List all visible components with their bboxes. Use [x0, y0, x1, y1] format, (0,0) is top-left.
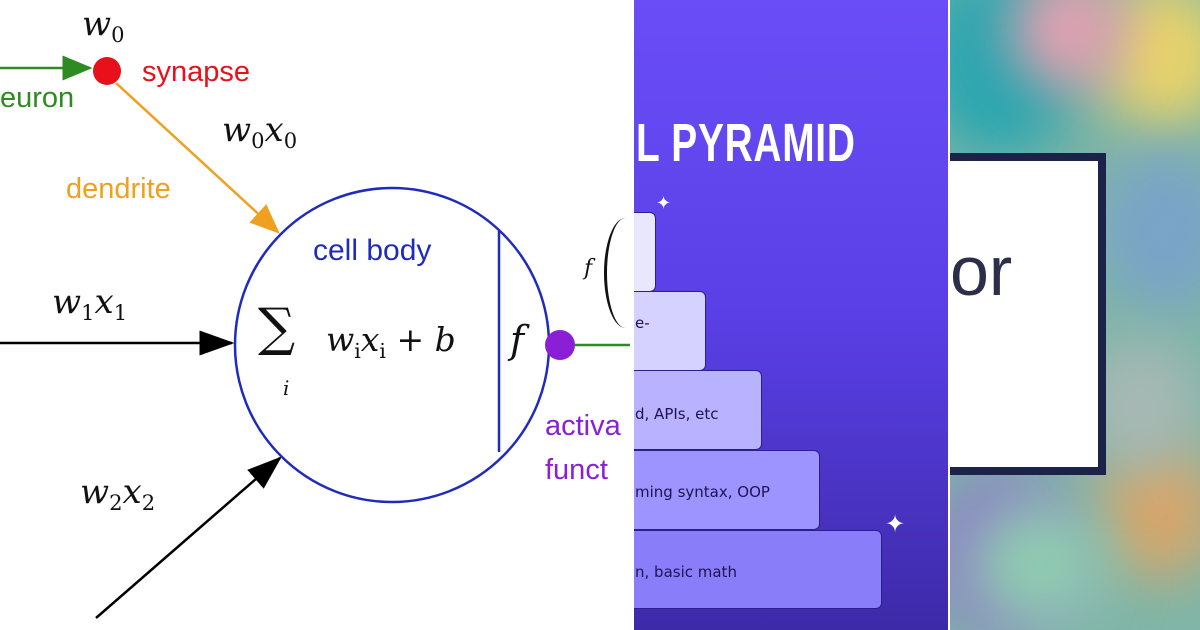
bg-blob-blue: [1100, 150, 1200, 310]
cell-body-label: cell body: [313, 234, 432, 267]
card-panel: or: [950, 0, 1200, 630]
pyramid-panel: L PYRAMID ✦ ✦ e- d, APIs, etc ming synta…: [634, 0, 950, 630]
pyramid-step-2: e-: [634, 291, 706, 371]
activation-label-line2: funct: [545, 454, 608, 486]
synapse-dot: [93, 57, 121, 85]
sum-index-label: i: [283, 376, 290, 400]
sparkle-icon-bottom: ✦: [885, 510, 906, 538]
pyramid-step-5-text: n, basic math: [635, 563, 737, 581]
bg-blob-green: [970, 500, 1110, 630]
activation-label-line1: activa: [545, 410, 621, 442]
pyramid-step-1: [634, 212, 656, 292]
pyramid-step-5: n, basic math: [634, 530, 882, 609]
neuron-label: euron: [0, 82, 75, 114]
activation-f-label: f: [510, 318, 525, 362]
neuron-diagram-graphics: [0, 55, 634, 619]
w2x2-label: w2x2: [80, 472, 156, 515]
dendrite-arrow: [115, 82, 280, 234]
pyramid-step-4-text: ming syntax, OOP: [635, 483, 770, 501]
weighted-sum-label: wixi + b: [326, 320, 456, 363]
weight-w0-label: w0: [82, 4, 125, 47]
pyramid-step-4: ming syntax, OOP: [634, 450, 820, 530]
content-card: or: [950, 153, 1106, 475]
sparkle-icon-top: ✦: [656, 193, 672, 214]
output-f-label: f: [584, 256, 593, 281]
output-paren: [604, 218, 634, 328]
w0x0-label: w0x0: [222, 110, 298, 153]
dendrite-label: dendrite: [66, 173, 171, 205]
pyramid-step-2-text: e-: [635, 314, 650, 332]
synapse-label: synapse: [142, 56, 251, 88]
w1x1-label: w1x1: [52, 282, 128, 325]
input-arrow-2: [95, 456, 282, 619]
neuron-diagram-panel: w0 synapse euron w0x0 dendrite cell body…: [0, 4, 634, 619]
sigma-symbol: ∑: [258, 298, 296, 358]
activation-dot: [545, 330, 575, 360]
pyramid-step-3-text: d, APIs, etc: [635, 405, 719, 423]
pyramid-title: L PYRAMID: [636, 113, 856, 173]
card-text: or: [950, 232, 1013, 310]
separator-1: [630, 0, 634, 630]
pyramid-step-3: d, APIs, etc: [634, 370, 762, 450]
